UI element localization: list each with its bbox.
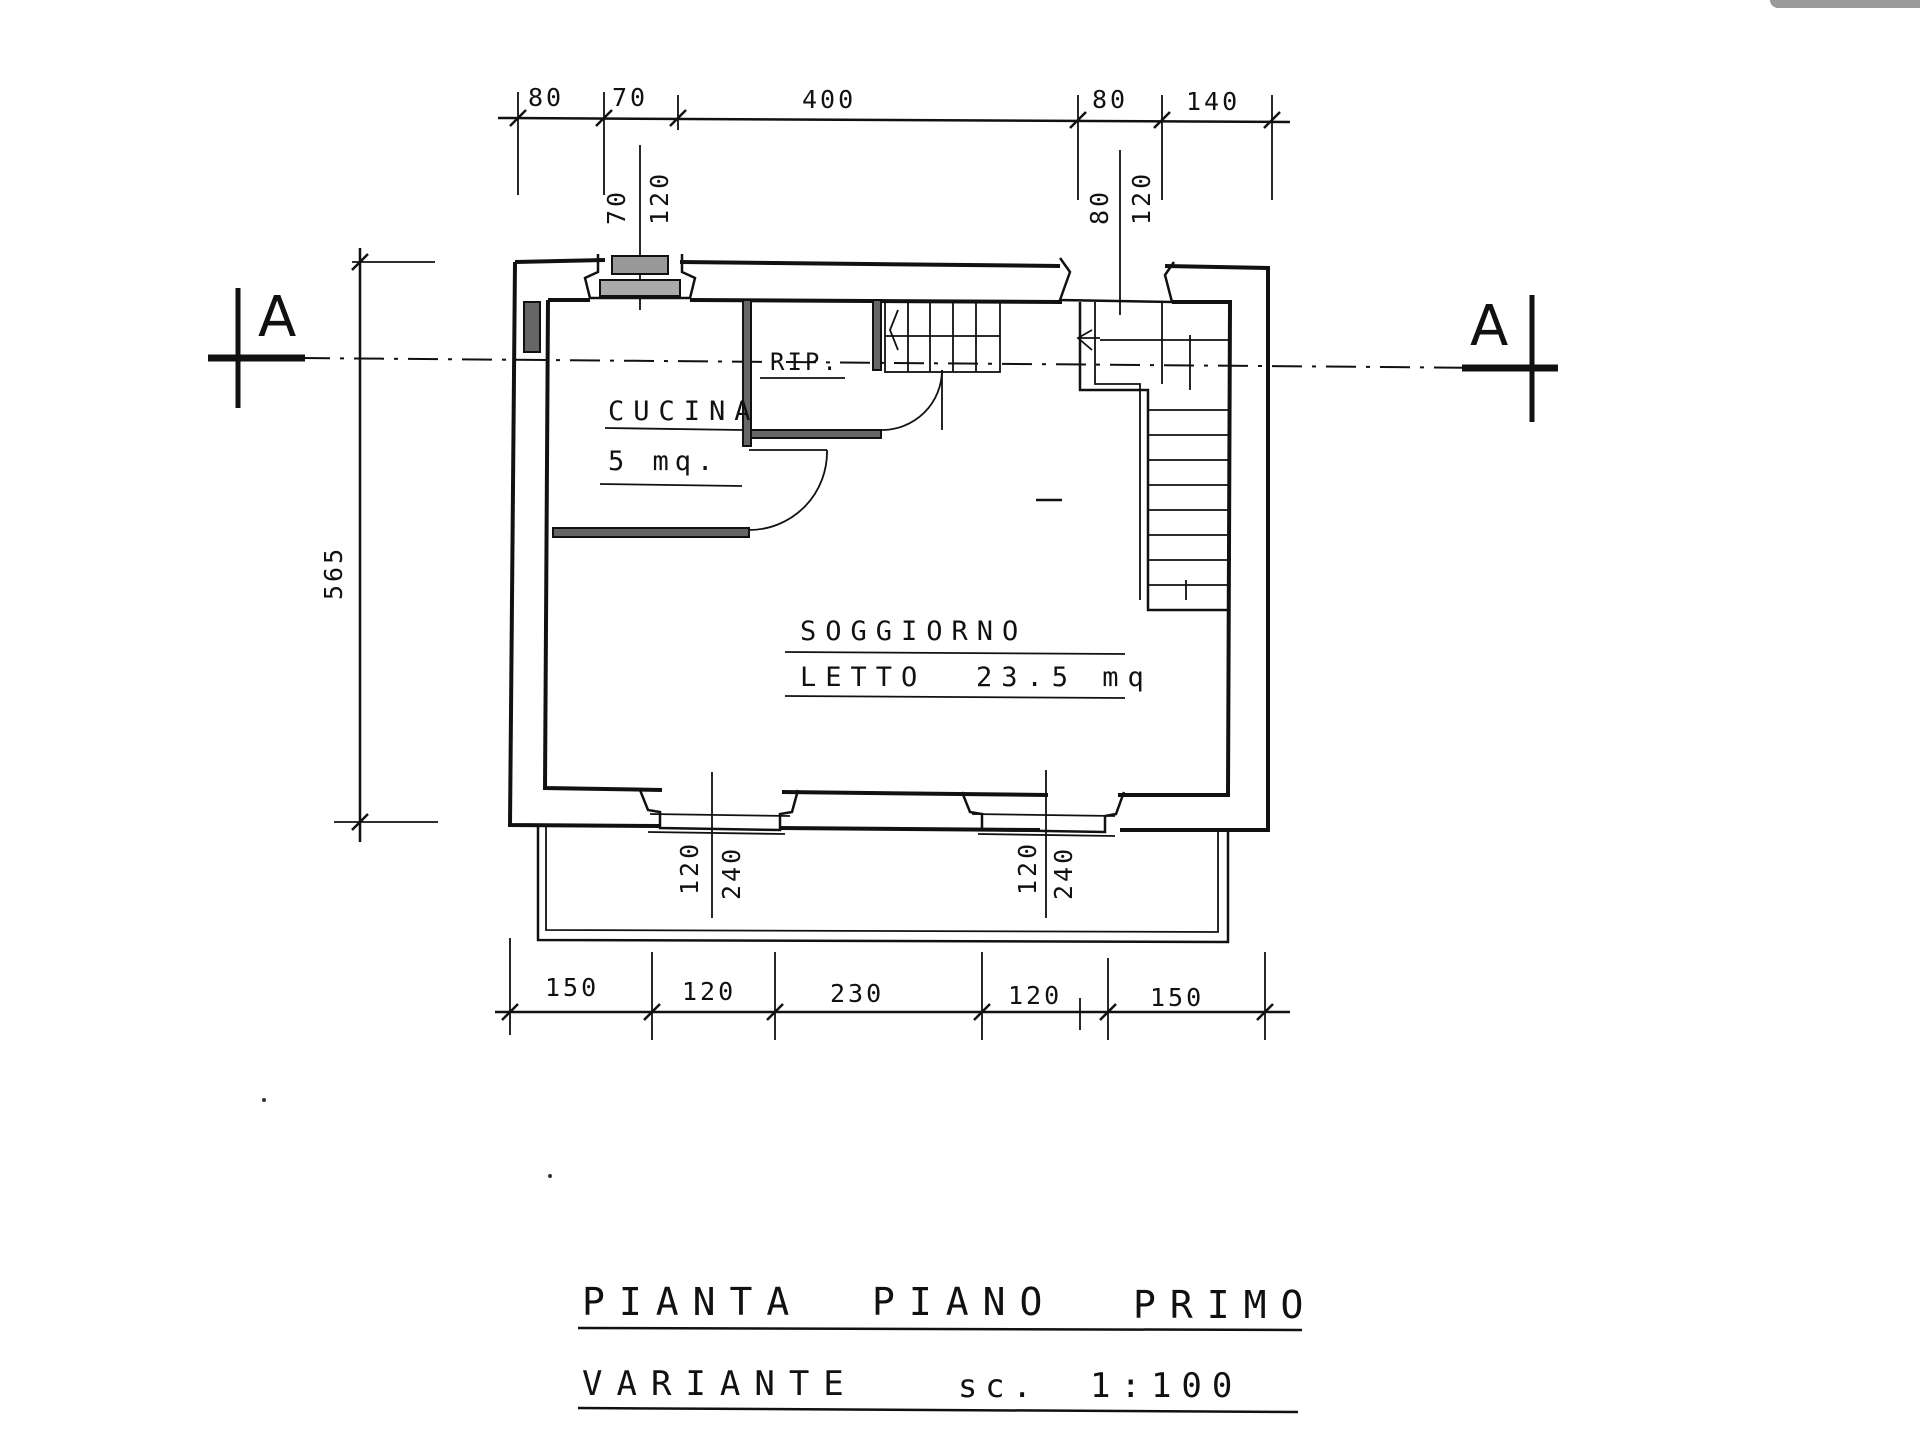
dim-top-opening-1-width: 120 [645,171,674,225]
dim-top-opening-1-depth: 70 [602,189,631,225]
dim-top-1: 80 [528,83,564,112]
kitchen-wall [552,527,750,538]
rip-door-swing [880,369,943,431]
rip-wall-left [742,299,752,447]
balcony-outer [536,826,1230,944]
room-soggiorno-name: SOGGIORNO [800,616,1027,647]
room-cucina-name: CUCINA [608,396,760,427]
caption-scale-value: 1:100 [1090,1366,1242,1406]
dim-top-opening-2-depth: 80 [1085,189,1114,225]
balcony-inner [545,826,1219,933]
caption-title-word-3: PRIMO [1133,1283,1317,1327]
top-dimension-line [497,116,1291,124]
dim-top-5: 140 [1186,87,1240,116]
room-rip-name: RIP. [770,348,840,376]
scan-speck [262,1098,266,1102]
top-window-1 [583,254,697,300]
dim-top-opening-2-width: 120 [1127,171,1156,225]
caption-subtitle-underline [577,1406,1299,1414]
dim-bottom-1: 150 [545,973,599,1002]
inner-wall [542,298,1233,797]
caption-title-word-2: PIANO [872,1280,1056,1324]
stairs [884,301,1228,612]
left-height-dimension: 565 [319,248,438,842]
wall-hatch-left [523,301,541,353]
dim-top-4: 80 [1092,85,1128,114]
dim-bottom-opening-1-depth: 120 [675,841,704,895]
dim-bottom-3: 230 [830,979,884,1008]
scan-speck [548,1174,552,1178]
top-window-1-reveal [599,279,681,297]
interior-partitions [552,299,943,538]
caption-scale-prefix: sc. [958,1367,1040,1405]
building-walls [507,258,1270,832]
bottom-windows [638,789,1126,837]
bottom-opening-dimensions: 120 240 120 240 [675,770,1078,918]
dim-bottom-4: 120 [1008,981,1062,1010]
stair-outline [1078,302,1228,612]
rip-wall-right [872,299,882,371]
dim-bottom-5: 150 [1150,983,1204,1012]
section-mark-right-label: A [1470,294,1508,359]
dim-bottom-2: 120 [682,977,736,1006]
kitchen-door-swing [748,449,828,531]
section-line-a-a: A A [208,285,1558,422]
bottom-window-1 [638,789,800,832]
stair-upper-flight [884,301,1001,373]
caption-title-underline [577,1326,1303,1332]
bottom-dimension-chain: 150 120 230 120 150 [495,938,1290,1040]
room-cucina-area: 5 mq. [608,446,719,477]
caption-title-word-1: PIANTA [582,1280,803,1324]
top-dimension-chain: 80 70 400 80 140 [497,83,1291,200]
dim-bottom-opening-2-depth: 120 [1013,841,1042,895]
top-opening-dimensions: 70 120 80 120 [602,145,1156,315]
room-labels: CUCINA 5 mq. RIP. SOGGIORNO LETTO 23.5 m… [604,348,1153,699]
dim-top-2: 70 [612,83,648,112]
dim-top-3: 400 [802,85,856,114]
dim-bottom-opening-1-width: 240 [717,846,746,900]
stair-arrow-left [889,309,899,351]
caption-subtitle: VARIANTE [582,1364,858,1404]
top-window-2 [1058,257,1176,304]
balcony [536,826,1230,944]
dim-left-height: 565 [319,546,348,600]
section-axis [299,357,1501,369]
rip-wall-bottom [750,429,882,439]
top-windows [583,254,1176,304]
window-corner-decoration [1770,0,1920,8]
top-window-1-sill [611,255,669,275]
outer-wall [507,258,1270,832]
bottom-window-2 [960,791,1126,834]
drawing-caption: PIANTA PIANO PRIMO VARIANTE sc. 1:100 [577,1280,1317,1414]
room-soggiorno-line2: LETTO [800,662,926,693]
room-soggiorno-area: 23.5 mq [976,662,1153,693]
dim-bottom-opening-2-width: 240 [1049,846,1078,900]
section-mark-left-label: A [258,285,296,350]
stair-arrow-right [1076,329,1100,351]
